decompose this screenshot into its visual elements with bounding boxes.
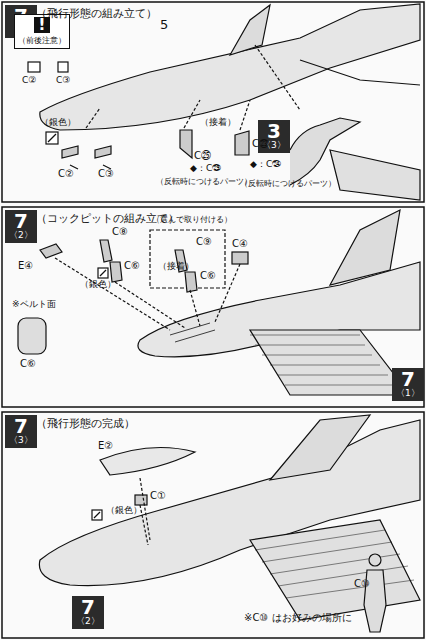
note-text: （選んで取り付ける） — [152, 216, 232, 225]
step-subnumber: 〈2〉 — [76, 617, 100, 627]
part-callout: C㉕ — [194, 150, 211, 161]
part-callout: C③ — [56, 76, 70, 86]
note-text: ◆：C㉔ — [250, 160, 281, 170]
part-callout: 5 — [160, 18, 168, 32]
note-text: （銀色） — [80, 280, 116, 290]
step-badge: 7〈1〉 — [392, 368, 424, 401]
part-callout: C㉓ — [252, 138, 269, 149]
part-callout: C② — [22, 76, 36, 86]
step-subnumber: 〈1〉 — [396, 389, 420, 399]
note-text: （銀色） — [106, 506, 142, 516]
note-text: （接着） — [158, 262, 194, 272]
note-text: （反転時につけるパーツ） — [240, 180, 336, 189]
part-callout: C⑥ — [200, 270, 216, 281]
part-callout: C② — [58, 168, 74, 179]
part-callout: C④ — [232, 238, 248, 249]
part-callout: C① — [150, 490, 166, 501]
part-callout: C⑩ — [354, 578, 370, 589]
step-number: 7 — [396, 369, 420, 389]
step-subnumber: 〈2〉 — [9, 231, 33, 241]
note-text: （銀色） — [40, 118, 76, 128]
note-text: ※C⑩ はお好みの場所に — [244, 612, 352, 623]
step-subnumber: 〈3〉 — [9, 436, 33, 446]
step-number: 7 — [9, 211, 33, 231]
step-badge: 7〈2〉 — [5, 210, 37, 243]
part-callout: C⑨ — [196, 236, 212, 247]
step-badge: 7〈3〉 — [5, 415, 37, 448]
step-subnumber: （前後注意） — [18, 35, 66, 46]
step-number: 7 — [9, 416, 33, 436]
part-callout: C③ — [98, 168, 114, 179]
part-callout: E④ — [18, 260, 33, 271]
note-text: ◆：C㉙ — [190, 164, 221, 174]
step-badge: 7〈2〉 — [72, 596, 104, 629]
part-callout: C⑧ — [112, 226, 128, 237]
step-number: 7 — [76, 597, 100, 617]
part-callout: E② — [98, 440, 113, 451]
part-callout: C⑥ — [124, 260, 140, 271]
note-text: （接着） — [200, 118, 236, 128]
note-text: ※ベルト面 — [12, 300, 56, 310]
note-text: （飛行形態の完成） — [36, 418, 135, 430]
note-text: （反転時につけるパーツ） — [156, 178, 252, 187]
part-callout: C⑥ — [20, 358, 36, 369]
note-text: （飛行形態の組み立て） — [36, 8, 157, 20]
